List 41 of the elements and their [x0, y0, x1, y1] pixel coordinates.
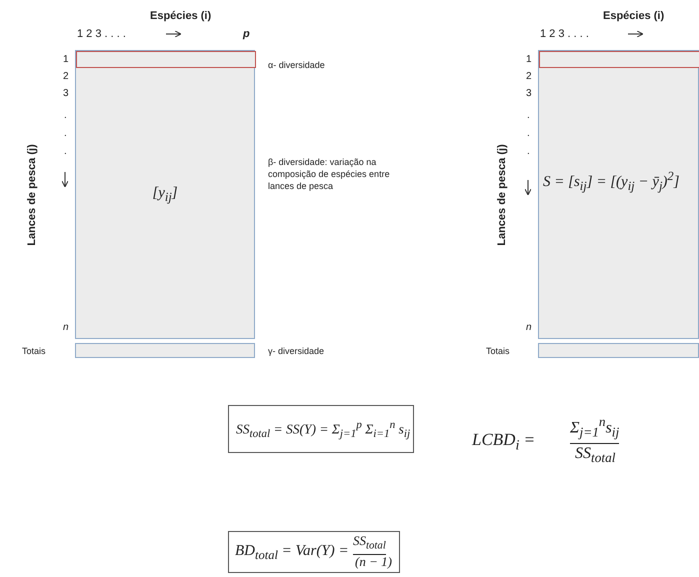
fraction-numerator: SS$_{total}$	[353, 533, 386, 555]
row-number: 3	[63, 88, 69, 100]
row-highlight	[76, 51, 256, 68]
ellipsis-dot: .	[527, 110, 530, 122]
axis-title: Lances de pesca (j)	[26, 144, 38, 246]
annotation: α- diversidade	[268, 59, 325, 71]
matrix-formula: [y$_{ij}$]	[152, 184, 178, 204]
axis-title: Lances de pesca (j)	[496, 144, 508, 246]
row-number: 2	[526, 71, 532, 83]
matrix-box	[75, 50, 255, 339]
fraction-denominator: SS$_{total}$	[575, 444, 616, 468]
matrix-formula: S = [s$_{ij}$] = [(y$_{ij}$ − ȳ$_{j}$)$^{2}$]	[543, 169, 680, 194]
row-number: 1	[526, 54, 532, 66]
row-number: n	[526, 322, 532, 334]
row-highlight	[539, 51, 699, 68]
totals-bar	[538, 343, 699, 358]
matrix-box	[538, 50, 699, 339]
annotation: β- diversidade: variação na composição de espécies entre lances de pesca	[268, 156, 391, 192]
ellipsis-dot: .	[64, 128, 67, 140]
column-number: p	[243, 28, 250, 40]
row-number: 1	[63, 54, 69, 66]
formula-box	[228, 531, 400, 573]
row-number: n	[63, 322, 69, 334]
row-label: Totais	[22, 345, 46, 357]
row-number: 3	[526, 88, 532, 100]
column-numbers: 1 2 3 . . . .	[540, 28, 589, 40]
formula: LCBD$_{i}$ =	[472, 430, 536, 456]
annotation: γ- diversidade	[268, 345, 324, 357]
formula: BD$_{total}$ = Var(Y) =	[235, 543, 349, 563]
ellipsis-dot: .	[527, 146, 530, 158]
row-label: Totais	[486, 345, 510, 357]
formula: SS$_{total}$ = SS(Y) = Σ$_{j=1}$$^{p}$ Σ$_{i=1}$$^{n}$ s$_{ij}$	[236, 419, 410, 440]
ellipsis-dot: .	[527, 128, 530, 140]
totals-bar	[75, 343, 255, 358]
fraction-numerator: Σ$_{j=1}$$^{n}$s$_{ij}$	[570, 412, 620, 444]
column-numbers: 1 2 3 . . . .	[77, 28, 126, 40]
ellipsis-dot: .	[64, 110, 67, 122]
ellipsis-dot: .	[64, 146, 67, 158]
row-number: 2	[63, 71, 69, 83]
fraction-denominator: (n − 1)	[355, 554, 392, 570]
formula-box	[228, 405, 414, 453]
